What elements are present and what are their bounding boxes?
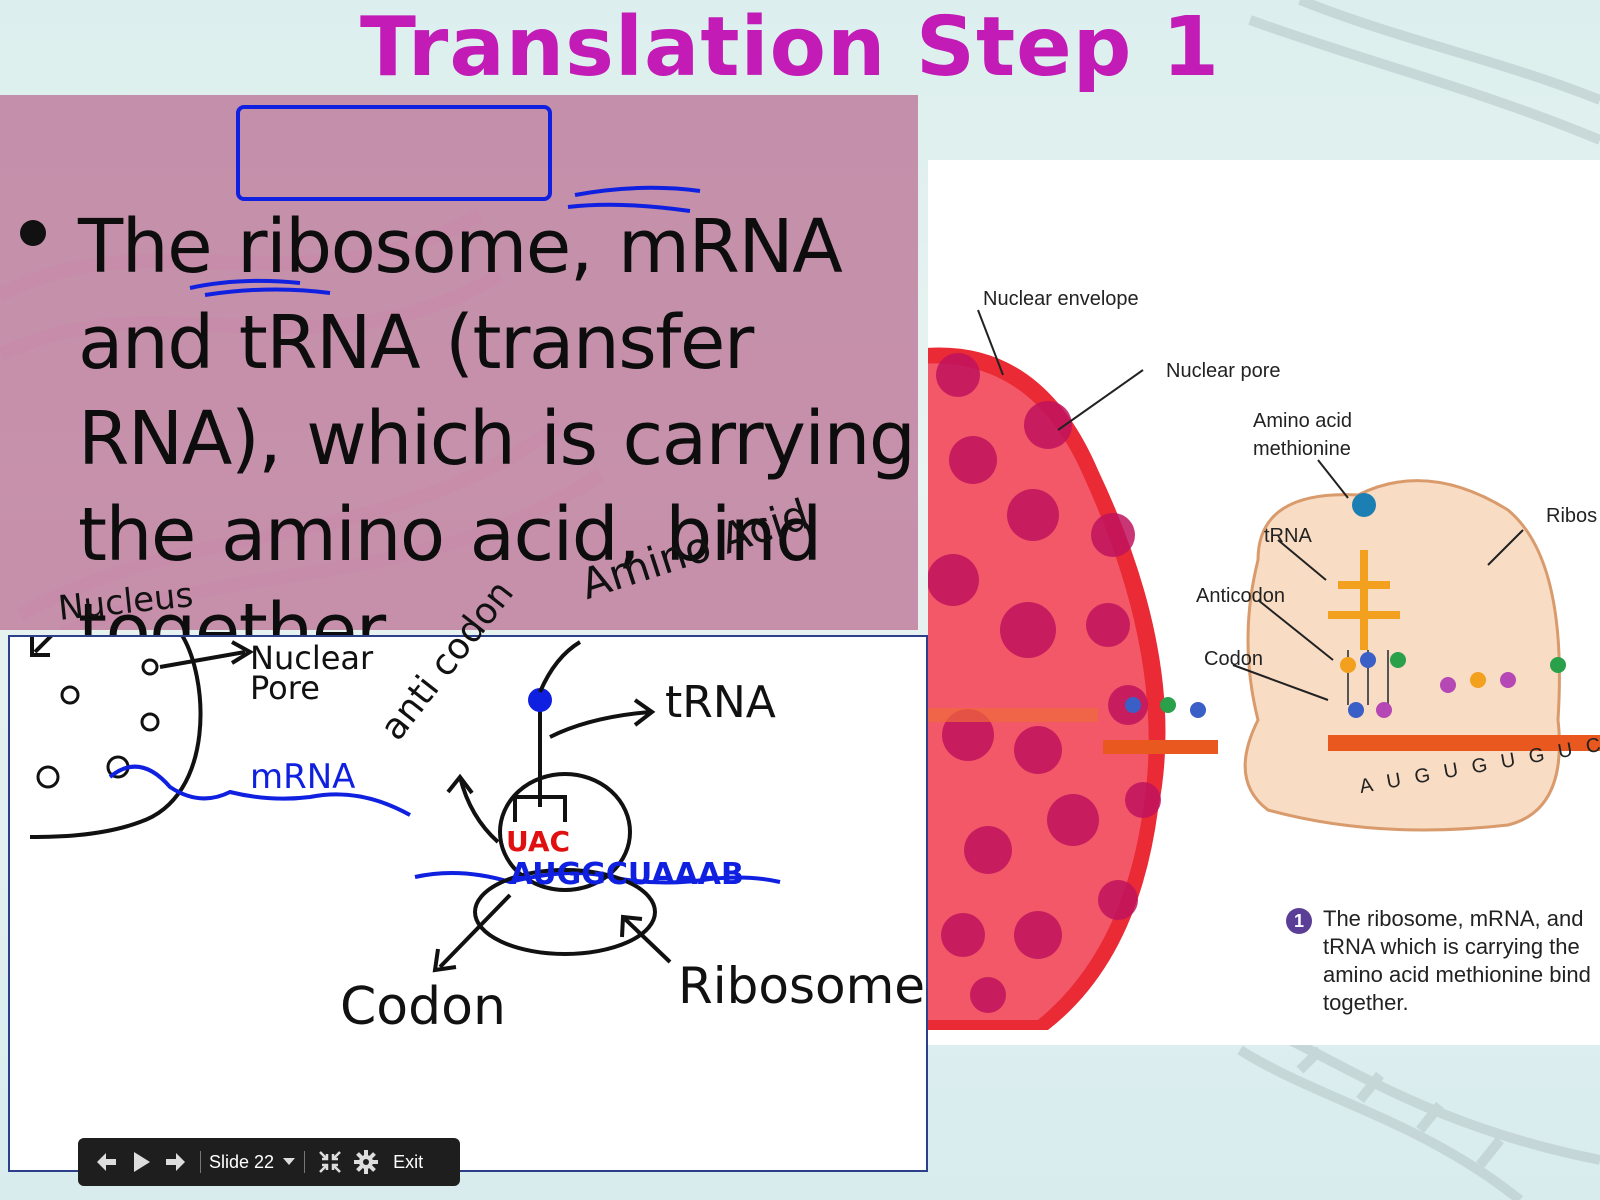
toolbar-divider [304, 1151, 305, 1173]
settings-button[interactable] [347, 1138, 385, 1186]
hw-uac: UAC [506, 825, 570, 858]
nucleus-outline [30, 637, 201, 837]
hw-trna: tRNA [665, 677, 776, 728]
label-trna: tRNA [1264, 525, 1312, 548]
methionine-shape [1352, 493, 1376, 517]
label-anticodon: Anticodon [1196, 585, 1285, 608]
play-button[interactable] [124, 1138, 158, 1186]
prev-slide-button[interactable] [90, 1138, 124, 1186]
presentation-toolbar: Slide 22 Exit [78, 1138, 460, 1186]
mrna-base: U [1442, 759, 1460, 784]
hw-nuclear-pore: Nuclear Pore [250, 643, 390, 703]
mrna-base: G [1470, 754, 1489, 779]
fullscreen-button[interactable] [313, 1138, 347, 1186]
arrow-right-icon [162, 1149, 188, 1175]
slide-label: Slide 22 [209, 1152, 274, 1173]
mrna-base: G [1527, 744, 1546, 769]
mrna-base: A [1358, 774, 1375, 799]
label-methionine: methionine [1253, 438, 1351, 461]
play-icon [128, 1149, 154, 1175]
slide-title: Translation Step 1 [360, 0, 1260, 100]
arrow-left-icon [94, 1149, 120, 1175]
gear-icon [353, 1149, 379, 1175]
label-nuclear-pore: Nuclear pore [1166, 360, 1281, 383]
hw-sequence: AUGGCUAAAB [510, 857, 744, 892]
shrink-icon [317, 1149, 343, 1175]
mrna-base: U [1499, 749, 1517, 774]
mrna-base: G [1413, 764, 1432, 789]
next-slide-button[interactable] [158, 1138, 192, 1186]
translation-diagram: Nuclear envelope Nuclear pore Amino acid… [928, 160, 1600, 1045]
hw-mrna: mRNA [250, 757, 355, 797]
label-ribosome: Ribos [1546, 505, 1597, 528]
caption-number-badge: 1 [1286, 908, 1312, 934]
hw-codon: Codon [340, 977, 506, 1037]
pore-dot [38, 767, 58, 787]
pore-dot [143, 660, 157, 674]
label-nuclear-envelope: Nuclear envelope [983, 288, 1139, 311]
hw-ribosome: Ribosome [678, 957, 925, 1015]
toolbar-divider [200, 1151, 201, 1173]
whiteboard-drawing [10, 637, 926, 1170]
mrna-base: U [1385, 769, 1403, 794]
whiteboard-area: Nuclear Pore mRNA anti codon tRNA UAC AU… [8, 635, 928, 1172]
chevron-down-icon [282, 1157, 296, 1167]
label-codon: Codon [1204, 648, 1263, 671]
pore-dot [142, 714, 158, 730]
mrna-base: U [1556, 739, 1574, 764]
diagram-caption: The ribosome, mRNA, and tRNA which is ca… [1323, 905, 1600, 1017]
bullet-panel: The ribosome, mRNA and tRNA (transfer RN… [0, 95, 918, 630]
mrna-base: C [1584, 734, 1600, 759]
label-amino-acid: Amino acid [1253, 410, 1352, 433]
exit-button[interactable]: Exit [393, 1138, 423, 1186]
pore-dot [62, 687, 78, 703]
bullet-annotations [0, 95, 918, 630]
slide-selector[interactable]: Slide 22 [209, 1138, 296, 1186]
